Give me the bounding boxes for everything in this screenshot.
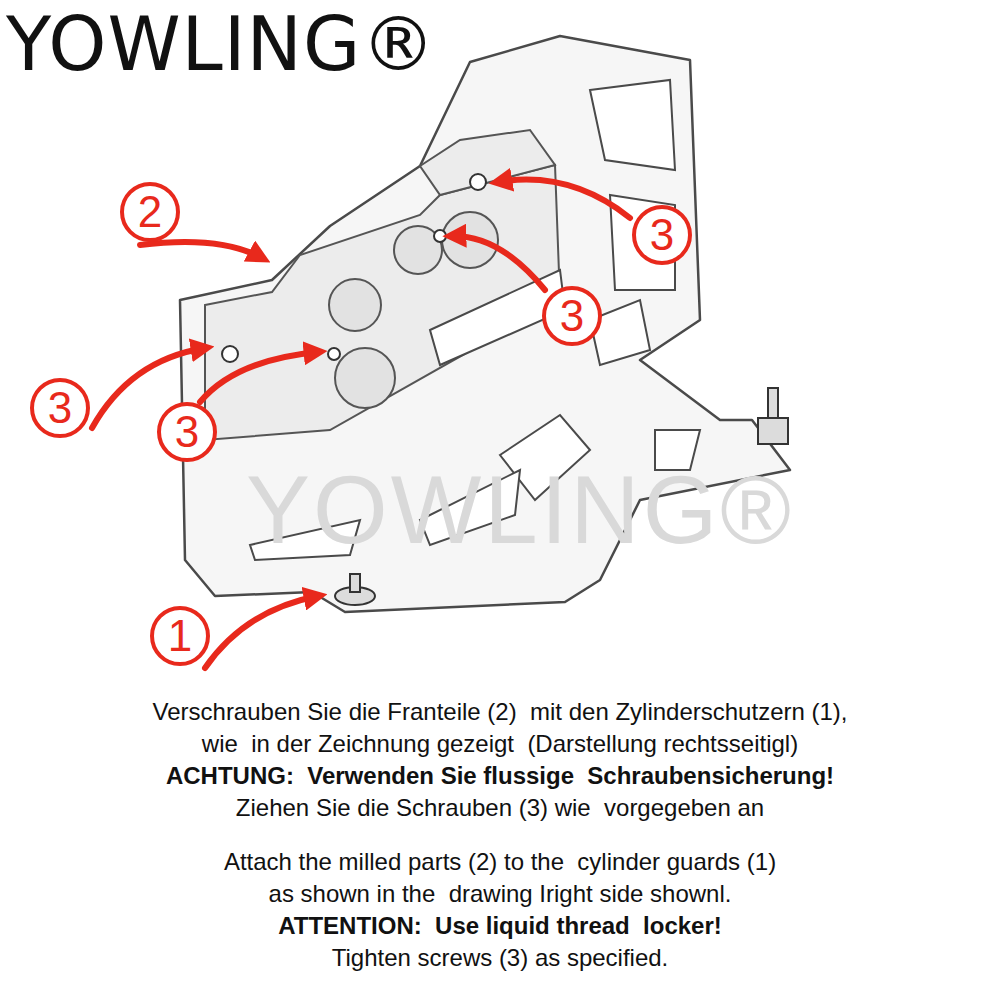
- callout-number: 2: [120, 182, 180, 242]
- callout-number: 3: [30, 378, 90, 438]
- instruction-text: Verschrauben Sie die Franteile (2) mit d…: [153, 698, 848, 726]
- callout-number: 3: [632, 205, 692, 265]
- knobs: [329, 212, 498, 408]
- warning-text: ATTENTION: Use liquid thread locker!: [278, 912, 722, 940]
- milled-part: [205, 130, 560, 440]
- instruction-text: Tighten screws (3) as specified.: [332, 944, 669, 972]
- watermark: YOWLING®: [246, 455, 794, 565]
- instruction-text: wie in der Zeichnung gezeigt (Darstellun…: [202, 730, 798, 758]
- instruction-text: as shown in the drawing Iright side show…: [269, 880, 732, 908]
- warning-text: ACHTUNG: Verwenden Sie flussige Schraube…: [166, 762, 834, 790]
- instruction-text: Attach the milled parts (2) to the cylin…: [224, 848, 776, 876]
- instruction-text: Ziehen Sie die Schrauben (3) wie vorgege…: [236, 794, 764, 822]
- callout-arrows: [92, 180, 630, 668]
- screws: [222, 174, 486, 362]
- callout-number: 1: [150, 606, 210, 666]
- callout-number: 3: [542, 286, 602, 346]
- brand-logo: YOWLING®: [6, 2, 436, 87]
- callout-number: 3: [157, 402, 217, 462]
